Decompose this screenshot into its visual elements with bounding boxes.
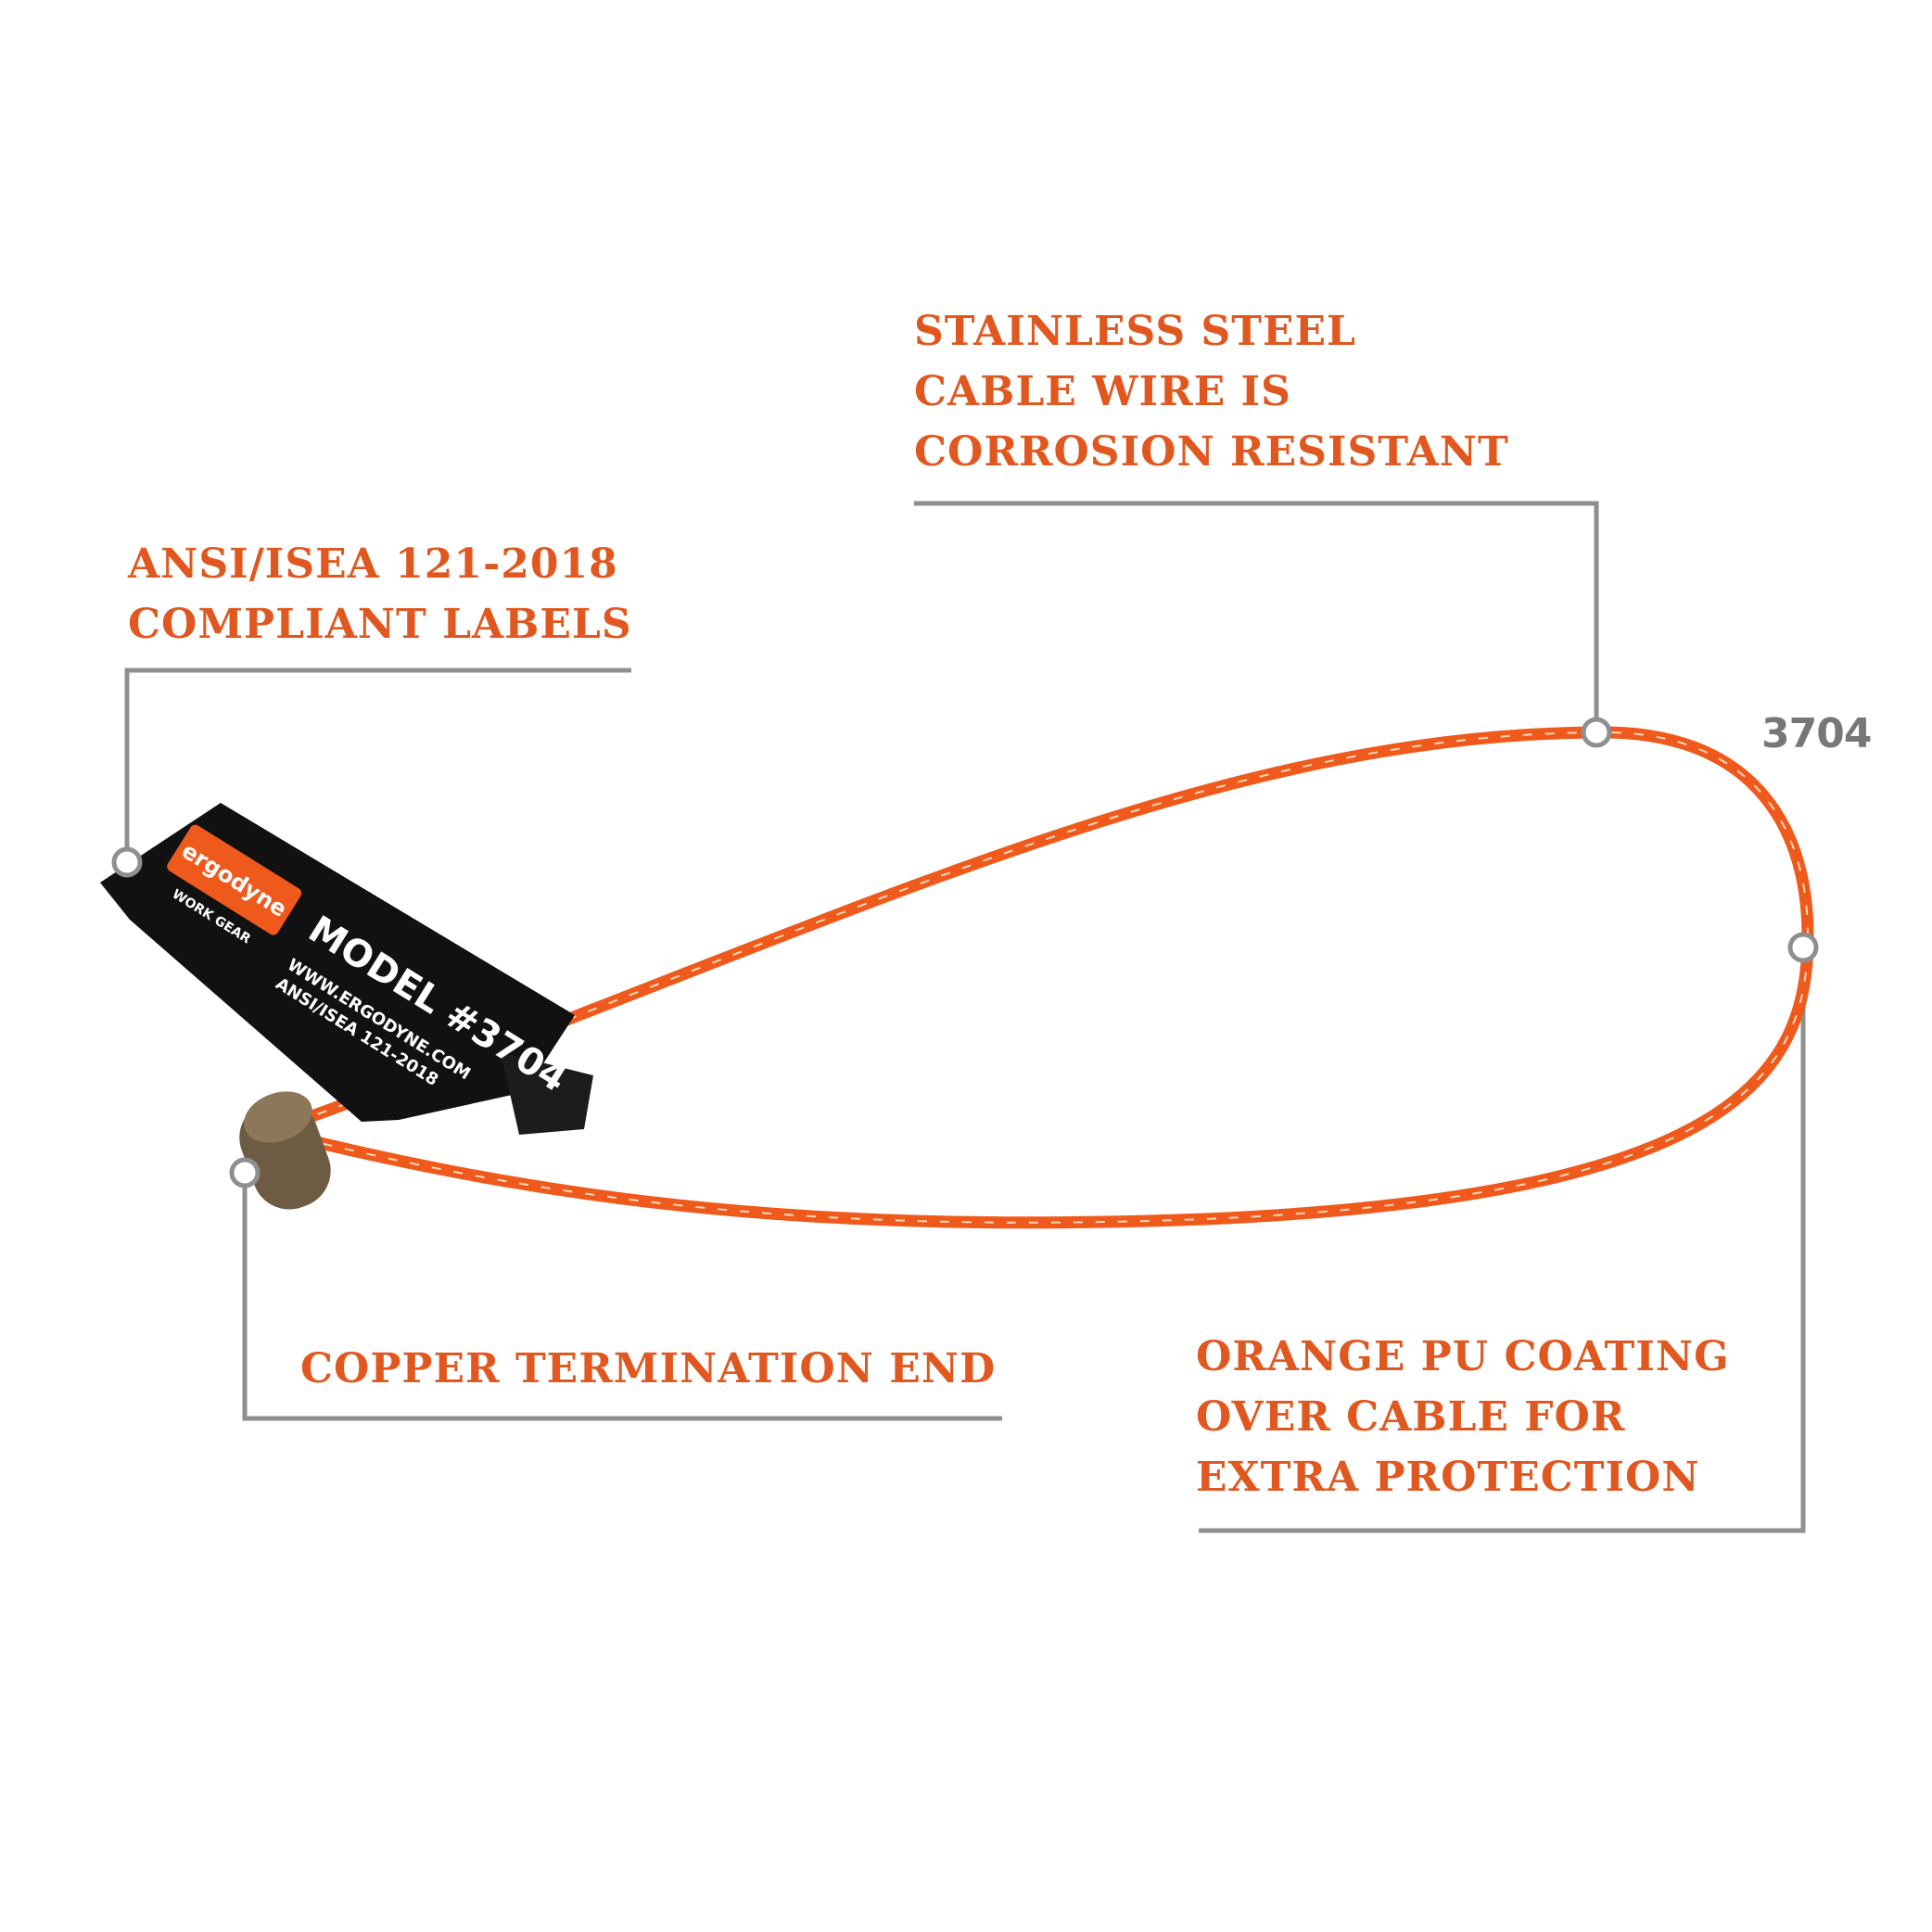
leader-line-steel xyxy=(914,501,1599,732)
callout-line: OVER CABLE FOR xyxy=(1196,1393,1626,1441)
callout-line: COPPER TERMINATION END xyxy=(300,1345,997,1392)
anchor-pu xyxy=(1787,932,1819,963)
callout-line: EXTRA PROTECTION xyxy=(1196,1454,1700,1501)
callout-stainless-steel: STAINLESS STEEL CABLE WIRE IS CORROSION … xyxy=(914,301,1509,482)
callout-line: ANSI/ISEA 121-2018 xyxy=(128,540,618,588)
callout-line: COMPLIANT LABELS xyxy=(128,601,632,648)
callout-line: CABLE WIRE IS xyxy=(914,368,1291,415)
model-number: 3704 xyxy=(1761,710,1872,757)
callout-copper-end: COPPER TERMINATION END xyxy=(300,1339,996,1399)
brand-badge xyxy=(167,824,302,935)
callout-line: CORROSION RESISTANT xyxy=(914,428,1509,476)
label-tag-icon: ergodyne WORK GEAR MODEL #3704 WWW.ERGOD… xyxy=(100,803,593,1135)
anchor-ansi xyxy=(111,846,143,878)
cable-upper-strand xyxy=(290,726,1814,1229)
leader-line-pu xyxy=(1199,947,1806,1533)
cable-highlight xyxy=(296,731,1810,1224)
leader-lines xyxy=(124,501,1806,1533)
anchor-steel xyxy=(1581,717,1612,748)
callout-line: STAINLESS STEEL xyxy=(914,308,1356,355)
copper-ferrule-icon xyxy=(239,1091,331,1210)
callout-pu-coating: ORANGE PU COATING OVER CABLE FOR EXTRA P… xyxy=(1196,1327,1730,1507)
cable-loop-icon xyxy=(290,726,1814,1229)
ferrule-face xyxy=(244,1091,312,1143)
callout-line: ORANGE PU COATING xyxy=(1196,1333,1730,1380)
leader-line-ansi xyxy=(124,667,631,862)
tag-wrap xyxy=(501,1052,593,1135)
callout-anchors xyxy=(111,717,1819,1188)
leader-line-copper xyxy=(242,1173,1002,1421)
callout-ansi-labels: ANSI/ISEA 121-2018 COMPLIANT LABELS xyxy=(128,534,632,655)
anchor-copper xyxy=(229,1157,261,1188)
